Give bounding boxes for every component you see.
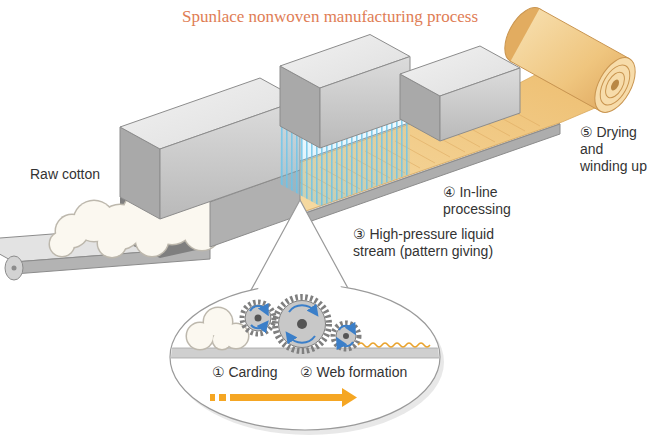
carding-machine (120, 78, 300, 247)
step-label: ⑤ Drying and winding up (580, 124, 652, 175)
carding-gears (242, 297, 359, 351)
step-label: ④ In-line processing (443, 184, 533, 218)
inline-machine (400, 46, 520, 141)
rotation-arrows (250, 305, 353, 346)
step-label: ② Web formation (300, 364, 407, 381)
step-label: ③ High-pressure liquid stream (pattern g… (353, 226, 538, 260)
diagram-title: Spunlace nonwoven manufacturing process (182, 7, 478, 27)
web-strand (358, 343, 430, 347)
hydroentangling-machine (280, 35, 410, 149)
step-label: ① Carding (212, 364, 277, 381)
process-arrow (210, 388, 357, 407)
material-label: Raw cotton (30, 166, 100, 183)
